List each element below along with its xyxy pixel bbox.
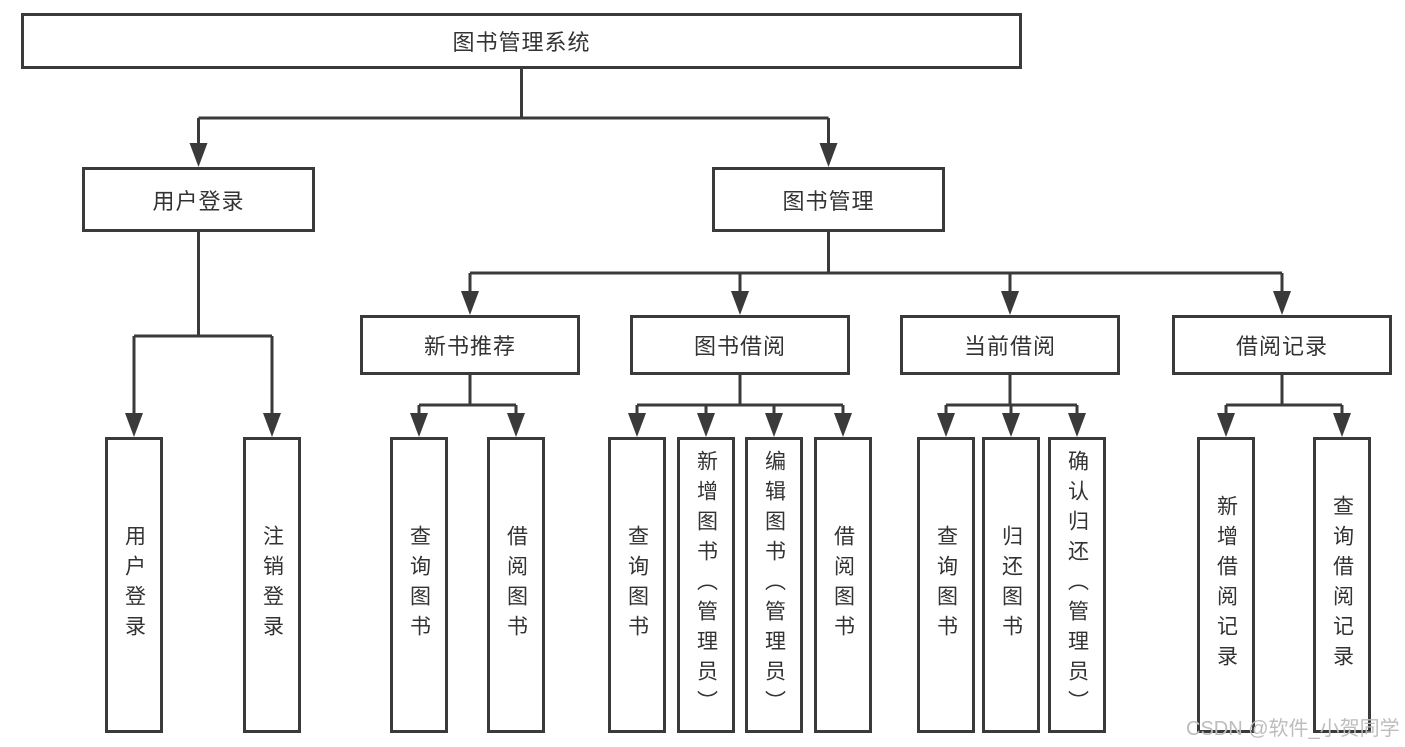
leaf-query-borrow-record-label: 查询借阅记录 xyxy=(1330,495,1354,675)
node-borrow-records-label: 借阅记录 xyxy=(1235,334,1328,359)
node-book-borrow-label: 图书借阅 xyxy=(693,334,786,359)
leaf-add-books-admin-label: 新增图书（管理员） xyxy=(694,450,718,720)
leaf-borrow-books: 借阅图书 xyxy=(814,437,872,733)
node-user-login: 用户登录 xyxy=(82,167,315,232)
leaf-add-books-admin: 新增图书（管理员） xyxy=(677,437,735,733)
node-current-borrow: 当前借阅 xyxy=(900,315,1120,375)
leaf-query-books-recommend: 查询图书 xyxy=(390,437,448,733)
leaf-borrow-books-label: 借阅图书 xyxy=(831,525,855,645)
leaf-return-books-label: 归还图书 xyxy=(999,525,1023,645)
node-book-management-label: 图书管理 xyxy=(782,188,875,214)
node-library-system: 图书管理系统 xyxy=(21,13,1022,69)
leaf-confirm-return-admin-label: 确认归还（管理员） xyxy=(1065,450,1089,720)
leaf-query-books-borrow: 查询图书 xyxy=(608,437,666,733)
leaf-add-borrow-record-label: 新增借阅记录 xyxy=(1214,495,1238,675)
leaf-logout-label: 注销登录 xyxy=(260,525,284,645)
leaf-user-login: 用户登录 xyxy=(105,437,163,733)
leaf-borrow-books-recommend: 借阅图书 xyxy=(487,437,545,733)
leaf-query-books-current-label: 查询图书 xyxy=(934,525,958,645)
node-book-management: 图书管理 xyxy=(712,167,945,232)
leaf-logout: 注销登录 xyxy=(243,437,301,733)
leaf-query-books-current: 查询图书 xyxy=(917,437,975,733)
node-library-system-label: 图书管理系统 xyxy=(452,30,591,55)
leaf-query-books-borrow-label: 查询图书 xyxy=(625,525,649,645)
leaf-edit-books-admin-label: 编辑图书（管理员） xyxy=(762,450,786,720)
node-new-book-recommend-label: 新书推荐 xyxy=(423,334,516,359)
leaf-query-books-recommend-label: 查询图书 xyxy=(407,525,431,645)
node-book-borrow: 图书借阅 xyxy=(630,315,850,375)
leaf-user-login-label: 用户登录 xyxy=(122,525,146,645)
leaf-borrow-books-recommend-label: 借阅图书 xyxy=(504,525,528,645)
leaf-add-borrow-record: 新增借阅记录 xyxy=(1197,437,1255,733)
node-user-login-label: 用户登录 xyxy=(152,188,245,214)
node-new-book-recommend: 新书推荐 xyxy=(360,315,580,375)
leaf-query-borrow-record: 查询借阅记录 xyxy=(1313,437,1371,733)
leaf-return-books: 归还图书 xyxy=(982,437,1040,733)
csdn-watermark: CSDN @软件_小贺同学 xyxy=(1186,718,1400,740)
node-current-borrow-label: 当前借阅 xyxy=(963,334,1056,359)
leaf-edit-books-admin: 编辑图书（管理员） xyxy=(745,437,803,733)
leaf-confirm-return-admin: 确认归还（管理员） xyxy=(1048,437,1106,733)
node-borrow-records: 借阅记录 xyxy=(1172,315,1392,375)
